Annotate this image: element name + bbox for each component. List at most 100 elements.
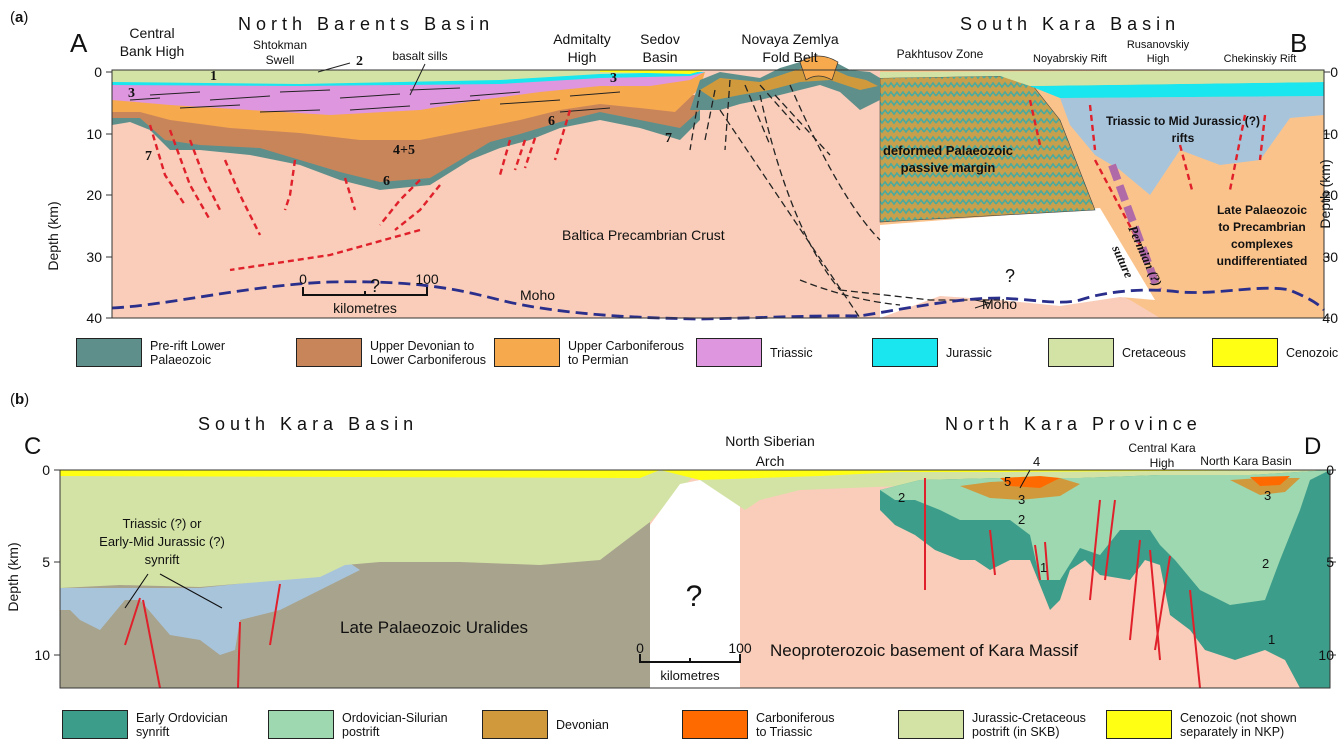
tick-a-r30: 30 [1322,249,1338,265]
basalt-pointer [317,62,351,73]
end-label-c: C [24,433,41,460]
label-late-pal-2: to Precambrian [1218,220,1305,234]
red-faults-a [148,99,1267,272]
scale-a-end: 100 [415,271,439,287]
unit-a-7-right: 7 [665,131,672,146]
feature-noyabrskiy: Noyabrskiy Rift [1033,53,1107,65]
legend-b-swatch [682,710,748,739]
unit-a-2: 2 [356,54,363,69]
unit-b-5: 5 [1004,474,1011,489]
axis-ticks-a [106,71,1330,319]
legend-b-item: Devonian [482,710,609,739]
end-label-d: D [1304,433,1321,460]
legend-a-label: Triassic [770,345,813,360]
feature-nsa-2: Arch [756,453,785,469]
legend-a-swatch [872,338,938,367]
unit-a-7-left: 7 [145,149,152,164]
basin-title-skb: S o u t h K a r a B a s i n [960,14,1175,34]
nbb-cretaceous [112,70,705,84]
basalt-pointer-2 [409,63,426,96]
unit-b-2-mid: 2 [1018,512,1025,527]
moho-line-a [111,280,1326,321]
scale-bar-a [302,287,428,296]
label-q-b: ? [686,580,703,613]
feature-ckh-2: High [1150,456,1175,470]
feature-central-bank-2: Bank High [120,43,185,59]
legend-a-swatch [76,338,142,367]
legend-a-label: Cretaceous [1122,345,1186,360]
tick-a-10: 10 [86,126,102,142]
feature-shtokman-2: Swell [266,53,295,67]
scale-a-start: 0 [299,271,307,287]
tick-b-r0: 0 [1326,462,1334,478]
synrift-arrows [124,573,223,609]
tick-a-r40: 40 [1322,310,1338,326]
novaya-zemlya-anticline [799,55,839,81]
legend-a-label: Cenozoic [1286,345,1339,360]
basin-title-skb-b: S o u t h K a r a B a s i n [198,414,413,434]
skb-cenozoic [60,470,660,478]
scale-b-end: 100 [728,640,752,656]
feature-sedov-2: Basin [642,49,677,65]
axis-label-a-left: Depth (km) [45,201,61,270]
legend-a-label: Jurassic [946,345,992,360]
label-triassic-rifts-1: Triassic to Mid Jurassic (?) [1106,114,1260,128]
label-late-pal-4: undifferentiated [1217,254,1308,268]
red-faults-b [124,478,1201,689]
basin-title-nbb: N o r t h B a r e n t s B a s i n [238,14,489,34]
unit-b-3-right: 3 [1264,488,1271,503]
label-q-a1: ? [370,276,380,296]
nkp-carboniferous-2 [1250,476,1290,486]
unit-a-3-right: 3 [610,71,617,86]
end-label-a: A [70,28,88,58]
feature-admiralty-1: Admitalty [553,31,611,47]
legend-b-swatch [62,710,128,739]
legend-b-swatch [482,710,548,739]
legend-a-item: Cenozoic [1212,338,1338,367]
label-synrift-1: Triassic (?) or [123,516,203,531]
skb-cretaceous [880,70,1324,86]
feature-central-bank-1: Central [129,25,174,41]
feature-novaya-2: Fold Belt [762,49,817,65]
tick-b-r10: 10 [1318,647,1334,663]
nkp-postrift-os [880,470,1330,605]
label-late-pal-3: complexes [1231,237,1293,251]
label-uralides: Late Palaeozoic Uralides [340,618,528,637]
label-late-pal-1: Late Palaeozoic [1217,203,1307,217]
panel-label-b: (b) [10,391,29,408]
feature-ckh-1: Central Kara [1128,441,1196,455]
scale-b-unit: kilometres [660,668,720,683]
end-label-b: B [1290,28,1307,58]
permian-suture [1108,163,1162,292]
feature-rusanovskiy-1: Rusanovskiy [1127,39,1190,51]
legend-a-item: Jurassic [872,338,992,367]
label-deformed-1: deformed Palaeozoic [883,143,1013,158]
legend-a-item: Cretaceous [1048,338,1186,367]
label-synrift-3: synrift [145,552,180,567]
nkp-carboniferous-1 [1000,476,1060,488]
unit-b-1-right: 1 [1268,632,1275,647]
thrust-arrow [974,299,992,309]
label-triassic-rifts-2: rifts [1172,131,1195,145]
skb-jurassic [1030,82,1324,98]
legend-a-swatch [1212,338,1278,367]
unit-b-1-left: 1 [1040,560,1047,575]
feature-novaya-1: Novaya Zemlya [741,31,838,47]
legend-a-item: Triassic [696,338,813,367]
nbb-cenozoic [600,70,705,74]
label-synrift-2: Early-Mid Jurassic (?) [99,534,225,549]
legend-a-swatch [1048,338,1114,367]
feature-rusanovskiy-2: High [1147,53,1170,65]
legend-b-swatch [898,710,964,739]
nkp-devonian-1 [960,478,1080,500]
tick-a-r0: 0 [1330,64,1338,80]
